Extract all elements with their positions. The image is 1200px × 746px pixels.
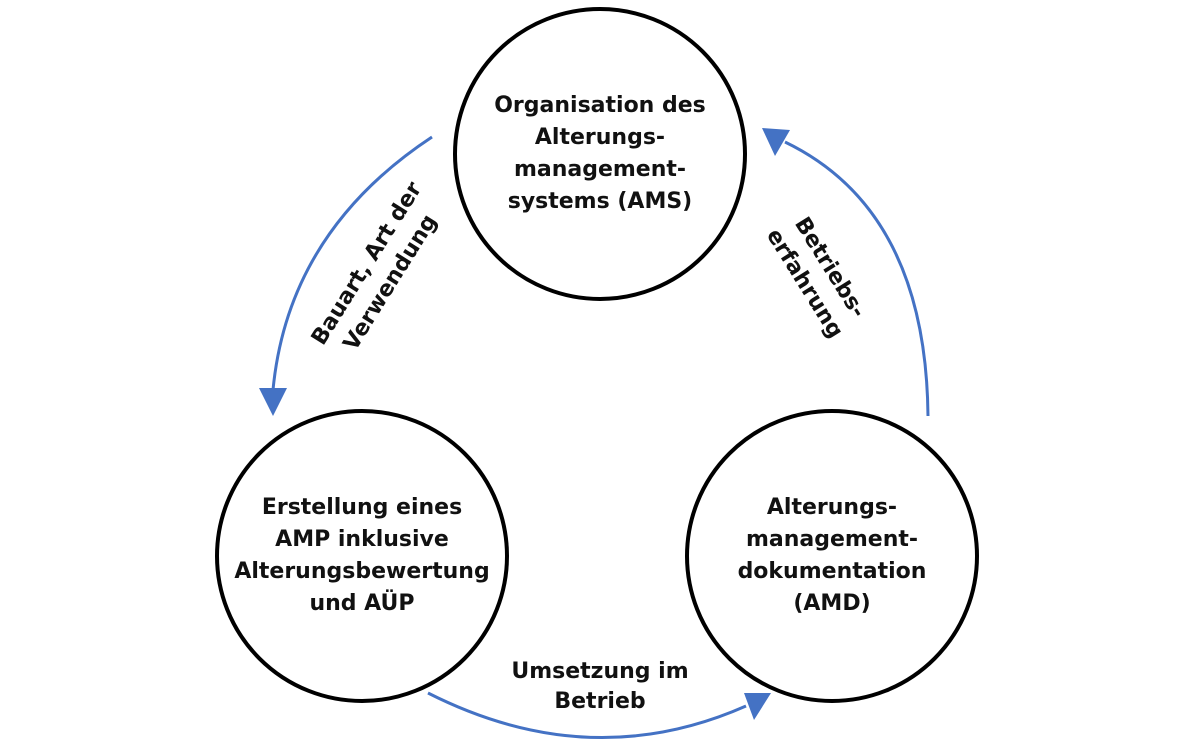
node-amp-label: Erstellung eines AMP inklusive Alterungs… xyxy=(234,495,490,616)
arrow-right-to-top xyxy=(784,140,930,417)
arrowhead-left-to-right xyxy=(744,693,771,720)
arrowhead-top-to-left xyxy=(259,388,287,416)
edge-label-left-to-right: Umsetzung im Betrieb xyxy=(511,659,689,714)
node-ams-label: Organisation des Alterungs- management- … xyxy=(494,93,706,214)
arrow-top-to-left xyxy=(271,135,433,391)
node-amd: Alterungs- management- dokumentation (AM… xyxy=(685,409,979,703)
arrowhead-right-to-top xyxy=(762,128,790,156)
node-ams: Organisation des Alterungs- management- … xyxy=(453,7,747,301)
node-amd-label: Alterungs- management- dokumentation (AM… xyxy=(737,495,927,616)
arrow-left-to-right xyxy=(427,691,747,739)
node-amp: Erstellung eines AMP inklusive Alterungs… xyxy=(215,409,509,703)
